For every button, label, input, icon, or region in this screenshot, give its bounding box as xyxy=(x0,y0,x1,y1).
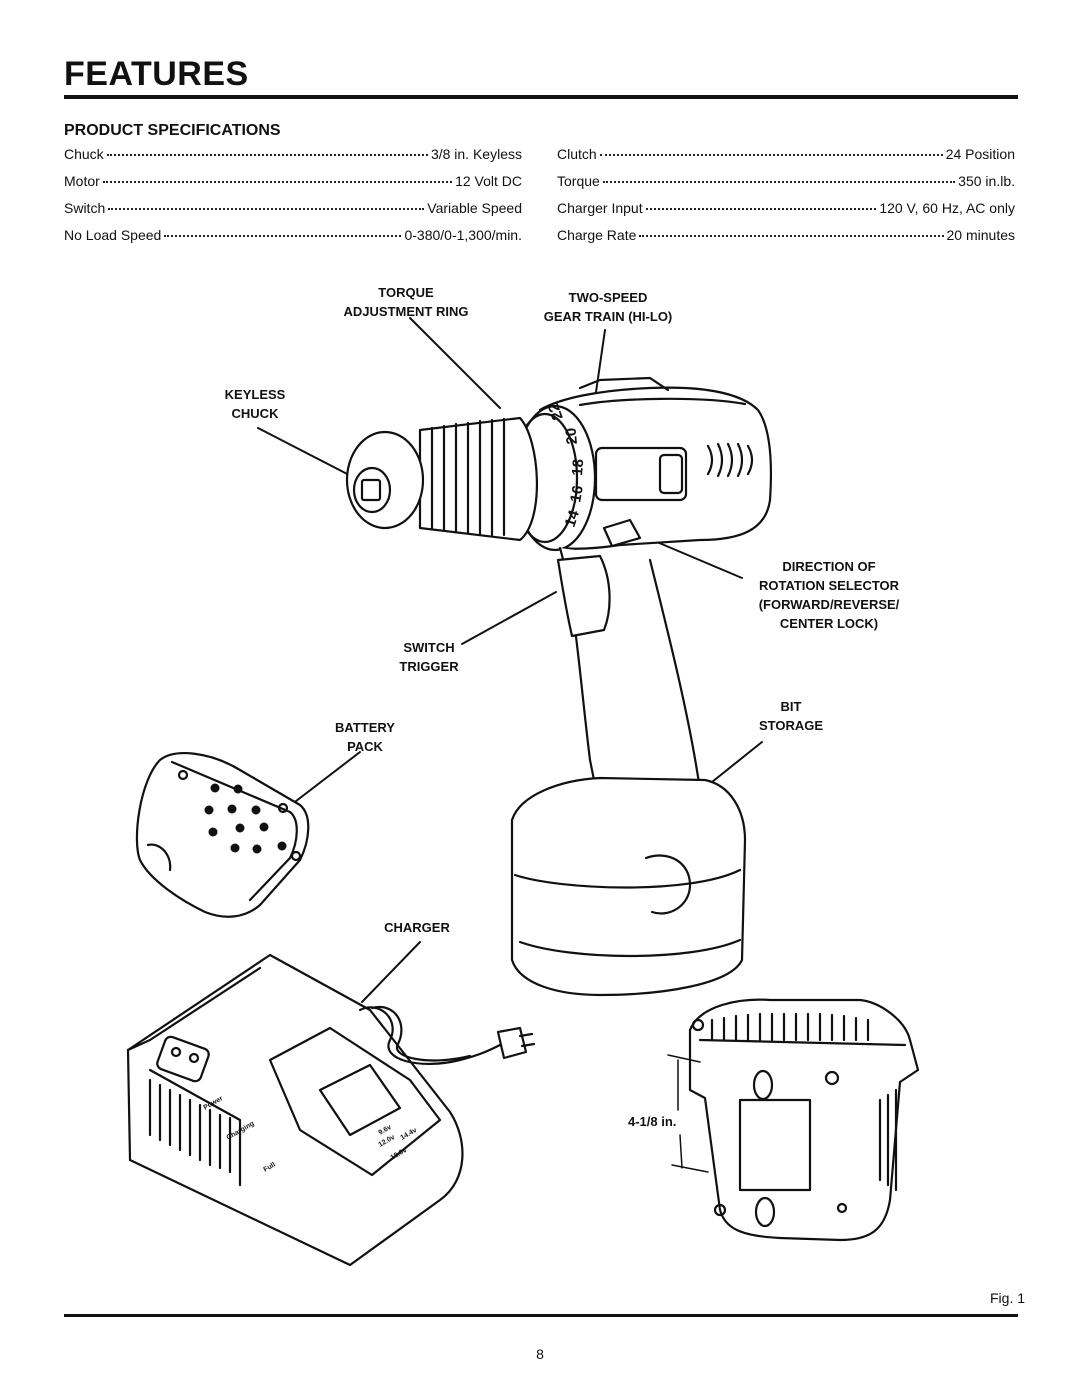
leader-dots xyxy=(106,154,428,156)
leader-dots xyxy=(102,181,453,183)
callout-line: GEAR TRAIN (HI-LO) xyxy=(543,309,673,324)
spec-value: 350 in.lb. xyxy=(958,173,1015,189)
spec-label: Motor xyxy=(64,173,100,189)
drill-body xyxy=(345,376,773,997)
spec-row-chuck: Chuck 3/8 in. Keyless xyxy=(64,146,522,173)
spec-value: Variable Speed xyxy=(427,200,522,216)
callout-line: KEYLESS xyxy=(224,387,286,402)
clutch-number: 18 xyxy=(569,458,587,476)
page-title: FEATURES xyxy=(64,55,249,93)
clutch-number: 14 xyxy=(562,507,584,529)
callout-line: CHARGER xyxy=(384,920,450,935)
charger-illustration xyxy=(126,953,536,1267)
callout-line: BIT xyxy=(780,699,802,714)
spec-label: Charger Input xyxy=(557,200,643,216)
callout-line: PACK xyxy=(347,739,383,754)
charger-back-illustration xyxy=(688,998,920,1242)
callout-torque-adjustment-ring: TORQUE ADJUSTMENT RING xyxy=(326,283,486,321)
spec-row-motor: Motor 12 Volt DC xyxy=(64,173,522,200)
spec-value: 3/8 in. Keyless xyxy=(430,146,522,162)
callout-line: CHUCK xyxy=(231,406,279,421)
page-number: 8 xyxy=(536,1346,544,1362)
spec-value: 24 Position xyxy=(945,146,1015,162)
clutch-number: 22 xyxy=(545,401,567,422)
section-heading: PRODUCT SPECIFICATIONS xyxy=(64,122,281,139)
callout-line: TWO-SPEED xyxy=(568,290,648,305)
clutch-number: 20 xyxy=(563,427,581,445)
callout-line: TRIGGER xyxy=(399,659,459,674)
spec-label: Chuck xyxy=(64,146,104,162)
spec-label: Charge Rate xyxy=(557,227,637,243)
spec-value: 0-380/0-1,300/min. xyxy=(404,227,522,243)
specs-left-column: Chuck 3/8 in. Keyless Motor 12 Volt DC Swi… xyxy=(64,146,522,254)
clutch-number: 16 xyxy=(567,484,587,503)
battery-pack-illustration xyxy=(135,752,310,918)
leader-dots xyxy=(599,154,943,156)
leader-dots xyxy=(645,208,877,210)
callout-line: STORAGE xyxy=(758,718,824,733)
spec-row-torque: Torque 350 in.lb. xyxy=(557,173,1015,200)
callout-switch-trigger: SWITCH TRIGGER xyxy=(374,638,484,676)
dimension-marker xyxy=(667,1054,709,1173)
title-rule xyxy=(64,95,1018,99)
battery-contacts xyxy=(204,783,287,854)
spec-label: Clutch xyxy=(557,146,597,162)
callout-keyless-chuck: KEYLESS CHUCK xyxy=(200,385,310,423)
figure-label: Fig. 1 xyxy=(990,1290,1026,1306)
callout-line: DIRECTION OF xyxy=(782,559,876,574)
callout-line: BATTERY xyxy=(335,720,395,735)
specs-right-column: Clutch 24 Position Torque 350 in.lb. Charg… xyxy=(557,146,1015,254)
spec-label: Switch xyxy=(64,200,106,216)
spec-row-clutch: Clutch 24 Position xyxy=(557,146,1015,173)
callout-line: CENTER LOCK) xyxy=(779,616,879,631)
callout-line: ADJUSTMENT RING xyxy=(343,304,469,319)
spec-row-no-load-speed: No Load Speed 0-380/0-1,300/min. xyxy=(64,227,522,254)
callout-line: (FORWARD/REVERSE/ xyxy=(758,597,900,612)
callout-line: TORQUE xyxy=(378,285,434,300)
callout-bit-storage: BIT STORAGE xyxy=(736,697,846,735)
leader-dots xyxy=(108,208,425,210)
callout-line: ROTATION SELECTOR xyxy=(758,578,900,593)
spec-value: 12 Volt DC xyxy=(455,173,522,189)
dimension-label: 4-1/8 in. xyxy=(628,1114,677,1129)
clutch-numbers: 14 16 18 20 22 xyxy=(545,401,587,529)
spec-value: 120 V, 60 Hz, AC only xyxy=(879,200,1015,216)
spec-row-charger-input: Charger Input 120 V, 60 Hz, AC only xyxy=(557,200,1015,227)
callout-two-speed-gear-train: TWO-SPEED GEAR TRAIN (HI-LO) xyxy=(528,288,688,326)
leader-dots xyxy=(602,181,956,183)
callout-charger: CHARGER xyxy=(362,918,472,937)
spec-row-charge-rate: Charge Rate 20 minutes xyxy=(557,227,1015,254)
leader-dots xyxy=(164,235,402,237)
callout-battery-pack: BATTERY PACK xyxy=(310,718,420,756)
spec-label: No Load Speed xyxy=(64,227,162,243)
callout-line: SWITCH xyxy=(403,640,455,655)
spec-label: Torque xyxy=(557,173,600,189)
leader-lines xyxy=(257,317,763,1003)
callout-direction-of-rotation-selector: DIRECTION OF ROTATION SELECTOR (FORWARD/… xyxy=(734,557,924,633)
spec-row-switch: Switch Variable Speed xyxy=(64,200,522,227)
spec-value: 20 minutes xyxy=(946,227,1015,243)
bottom-rule xyxy=(64,1314,1018,1317)
leader-dots xyxy=(639,235,944,237)
